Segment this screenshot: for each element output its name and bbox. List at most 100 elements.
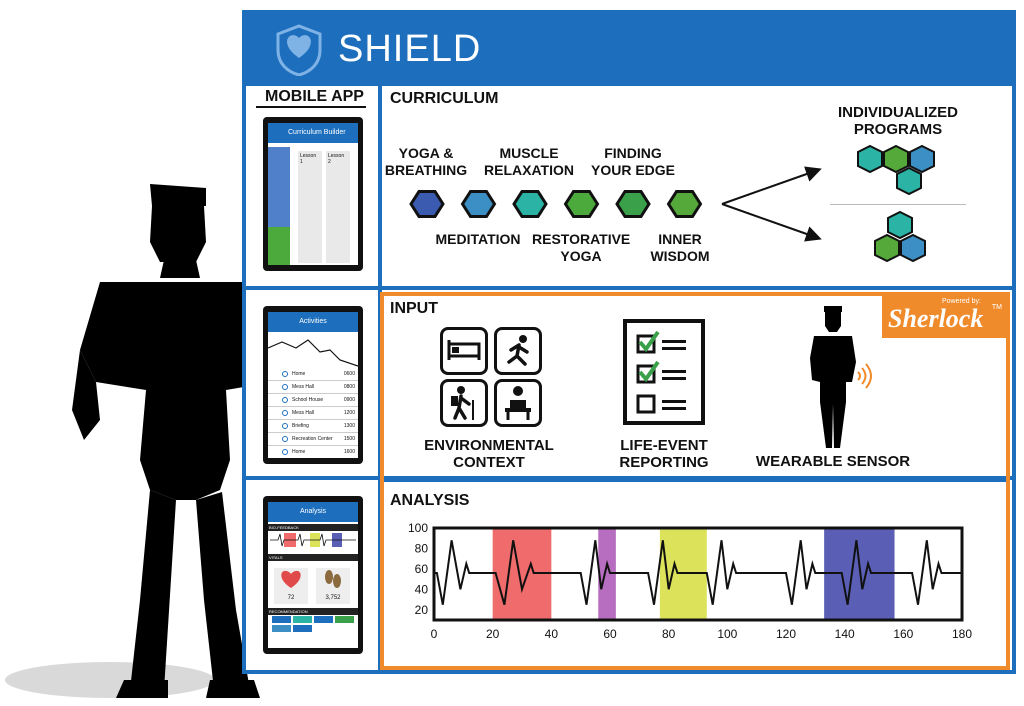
sherlock-logo: Powered by: Sherlock TM bbox=[882, 296, 1006, 338]
mobile-app-underline bbox=[256, 106, 366, 108]
activity-row: Home 1600 bbox=[268, 446, 358, 458]
x-tick-label: 0 bbox=[431, 627, 438, 641]
activity-name: Recreation Center bbox=[292, 436, 333, 442]
biofeedback-label: BIO-FEEDBACK bbox=[268, 524, 358, 531]
activity-name: School House bbox=[292, 397, 324, 403]
bed-icon bbox=[440, 327, 488, 375]
activity-name: Briefing bbox=[292, 423, 309, 429]
wearable-soldier-icon bbox=[810, 306, 872, 448]
timeline-dot bbox=[282, 384, 288, 390]
curriculum-hex bbox=[409, 190, 445, 218]
steps-value: 3,752 bbox=[325, 595, 341, 601]
activity-name: Mess Hall bbox=[292, 384, 314, 390]
step-muscle-relaxation: MUSCLE RELAXATION bbox=[484, 145, 574, 178]
lesson-1-label: Lesson 1 bbox=[300, 153, 317, 165]
x-tick-label: 40 bbox=[545, 627, 559, 641]
activity-name: Mess Hall bbox=[292, 410, 314, 416]
y-tick-label: 100 bbox=[408, 521, 428, 535]
activity-row: School House 0900 bbox=[268, 394, 358, 407]
wearable-sensor-label: WEARABLE SENSOR bbox=[755, 453, 911, 470]
heart-rate-value: 72 bbox=[287, 595, 295, 601]
y-tick-label: 60 bbox=[415, 562, 429, 576]
step-yoga-breathing: YOGA & BREATHING bbox=[384, 145, 468, 178]
activity-time: 1200 bbox=[343, 410, 355, 416]
sherlock-panel bbox=[380, 292, 1010, 670]
header-bar: SHIELD bbox=[246, 14, 1012, 86]
x-tick-label: 100 bbox=[717, 627, 737, 641]
step-restorative-yoga: RESTORATIVE YOGA bbox=[532, 231, 631, 264]
lesson-column-1: Lesson 1 bbox=[298, 151, 322, 263]
life-event-reporting-label: LIFE-EVENT REPORTING bbox=[619, 437, 709, 471]
phone-title: Curriculum Builder bbox=[268, 123, 358, 143]
checklist-icon bbox=[623, 319, 705, 425]
activity-time: 1300 bbox=[343, 423, 355, 429]
desk-worker-icon bbox=[494, 379, 542, 427]
recommendation-blocks bbox=[272, 616, 354, 634]
shield-logo-icon bbox=[276, 24, 322, 76]
app-title: SHIELD bbox=[338, 28, 482, 70]
timeline-dot bbox=[282, 410, 288, 416]
activity-row: Mess Hall 0800 bbox=[268, 381, 358, 394]
timeline-dot bbox=[282, 449, 288, 455]
activity-time: 1500 bbox=[343, 436, 355, 442]
activity-time: 0800 bbox=[343, 384, 355, 390]
activity-row: Briefing 1300 bbox=[268, 420, 358, 433]
terrain-profile bbox=[268, 339, 358, 367]
activity-name: Home bbox=[292, 449, 306, 455]
activity-row: Mess Hall 1200 bbox=[268, 407, 358, 420]
phone-title: Activities bbox=[268, 312, 358, 332]
heart-rate-card: 72 bbox=[274, 568, 308, 604]
recommendation-label: RECOMMENDATION bbox=[268, 608, 358, 615]
curriculum-hex bbox=[512, 190, 548, 218]
lesson-column-2: Lesson 2 bbox=[326, 151, 350, 263]
x-tick-label: 80 bbox=[662, 627, 676, 641]
phone-screen: Analysis BIO-FEEDBACK VITALS 72 3,752 RE… bbox=[268, 502, 358, 648]
soldier-silhouette bbox=[5, 184, 268, 698]
x-tick-label: 120 bbox=[776, 627, 796, 641]
mobile-app-label: MOBILE APP bbox=[265, 88, 364, 105]
signal-line bbox=[434, 540, 962, 605]
x-tick-label: 20 bbox=[486, 627, 500, 641]
biofeedback-chart bbox=[270, 533, 356, 547]
x-tick-label: 140 bbox=[835, 627, 855, 641]
powered-by: Powered by: bbox=[942, 298, 981, 305]
step-finding-edge: FINDING YOUR EDGE bbox=[590, 145, 675, 178]
timeline-dot bbox=[282, 397, 288, 403]
step-meditation: MEDITATION bbox=[435, 231, 521, 247]
phone-analysis: Analysis BIO-FEEDBACK VITALS 72 3,752 RE… bbox=[263, 496, 363, 654]
x-tick-label: 60 bbox=[603, 627, 617, 641]
plot-frame bbox=[432, 526, 964, 622]
step-inner-wisdom: INNER WISDOM bbox=[650, 231, 710, 264]
y-tick-label: 80 bbox=[415, 541, 429, 555]
input-analysis-divider bbox=[384, 478, 1006, 482]
running-icon bbox=[494, 327, 542, 375]
x-tick-label: 180 bbox=[952, 627, 972, 641]
shield-panel: SHIELD bbox=[242, 10, 1016, 674]
steps-card: 3,752 bbox=[316, 568, 350, 604]
environmental-context-label: ENVIRONMENTAL CONTEXT bbox=[424, 437, 554, 471]
activity-time: 0900 bbox=[343, 397, 355, 403]
x-tick-label: 160 bbox=[893, 627, 913, 641]
curriculum-steps bbox=[409, 190, 703, 218]
activity-row: Recreation Center 1500 bbox=[268, 433, 358, 446]
activity-time: 1600 bbox=[343, 449, 355, 455]
phone-curriculum-builder: Curriculum Builder Lesson 1 Lesson 2 bbox=[263, 117, 363, 271]
timeline-dot bbox=[282, 436, 288, 442]
curriculum-hex bbox=[615, 190, 651, 218]
footprints-icon bbox=[325, 570, 341, 588]
lesson-2-label: Lesson 2 bbox=[328, 153, 345, 165]
curriculum-label: CURRICULUM bbox=[390, 90, 499, 107]
sherlock-name: Sherlock bbox=[888, 304, 984, 333]
curriculum-hex bbox=[666, 190, 703, 218]
heart-icon bbox=[281, 570, 301, 588]
vitals-label: VITALS bbox=[268, 554, 358, 561]
curriculum-hex bbox=[460, 190, 497, 218]
timeline-dot bbox=[282, 423, 288, 429]
curriculum-hex bbox=[563, 190, 600, 218]
curriculum-sidebar-green bbox=[268, 227, 290, 265]
branch-arrows bbox=[721, 166, 822, 242]
hiker-icon bbox=[440, 379, 488, 427]
